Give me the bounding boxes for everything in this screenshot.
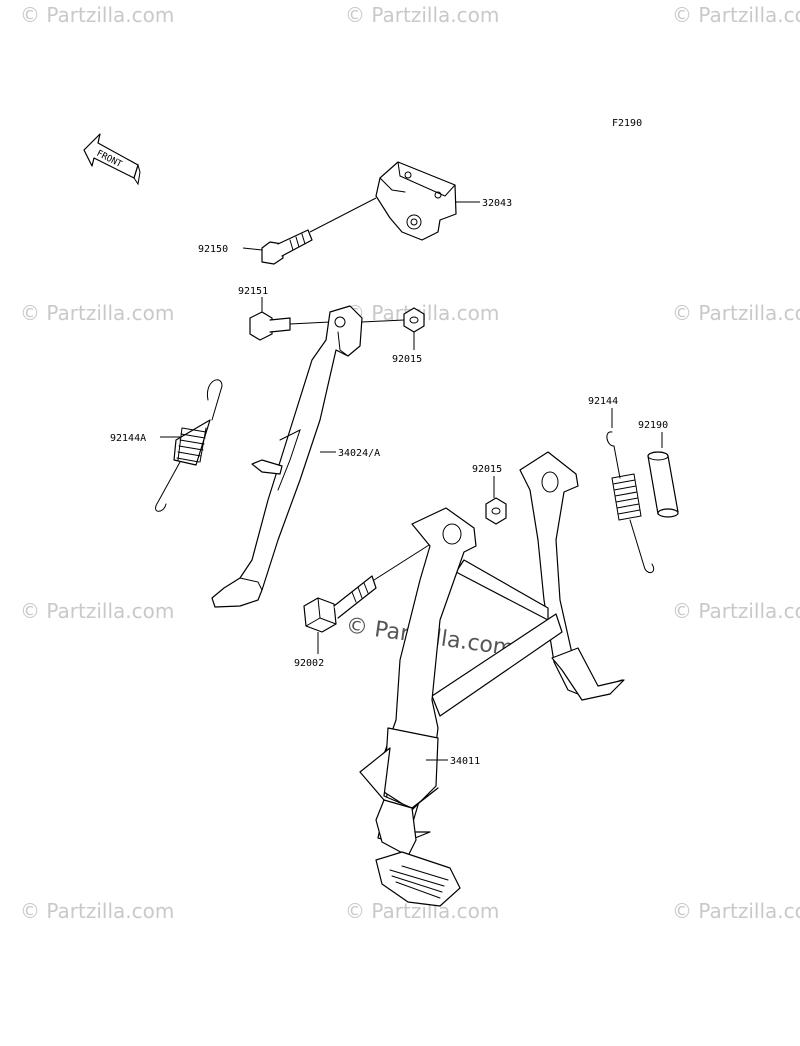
watermark: © Partzilla.com bbox=[672, 3, 800, 27]
watermark: © Partzilla.com bbox=[672, 599, 800, 623]
part-label-34024A: 34024/A bbox=[338, 448, 380, 459]
nut-92015-top bbox=[403, 307, 425, 333]
spring-92144A bbox=[155, 379, 223, 512]
part-label-92144: 92144 bbox=[588, 396, 618, 407]
part-label-92015-top: 92015 bbox=[392, 354, 422, 365]
bolt-92002 bbox=[303, 575, 377, 633]
part-label-92151: 92151 bbox=[238, 286, 268, 297]
bolt-92150 bbox=[261, 229, 313, 265]
part-label-34011: 34011 bbox=[450, 756, 480, 767]
watermark: © Partzilla.com bbox=[672, 301, 800, 325]
part-label-32043: 32043 bbox=[482, 198, 512, 209]
part-label-92190: 92190 bbox=[638, 420, 668, 431]
watermark: © Partzilla.com bbox=[20, 599, 174, 623]
bracket-32043 bbox=[375, 161, 457, 241]
side-stand-34024 bbox=[211, 305, 363, 608]
watermark: © Partzilla.com bbox=[20, 3, 174, 27]
watermark: © Partzilla.com bbox=[345, 3, 499, 27]
watermark: © Partzilla.com bbox=[20, 301, 174, 325]
nut-92015-mid bbox=[485, 497, 507, 525]
front-arrow-icon: FRONT bbox=[83, 133, 141, 186]
part-label-92150: 92150 bbox=[198, 244, 228, 255]
watermark: © Partzilla.com bbox=[20, 899, 174, 923]
diagram-code: F2190 bbox=[612, 118, 642, 129]
pivot-bolt-92151 bbox=[249, 311, 291, 341]
main-stand-34011 bbox=[359, 451, 625, 907]
part-label-92002: 92002 bbox=[294, 658, 324, 669]
part-label-92144A: 92144A bbox=[110, 433, 146, 444]
sleeve-92190 bbox=[647, 451, 679, 518]
watermark: © Partzilla.com bbox=[672, 899, 800, 923]
spring-92144 bbox=[606, 431, 655, 573]
part-label-92015-mid: 92015 bbox=[472, 464, 502, 475]
